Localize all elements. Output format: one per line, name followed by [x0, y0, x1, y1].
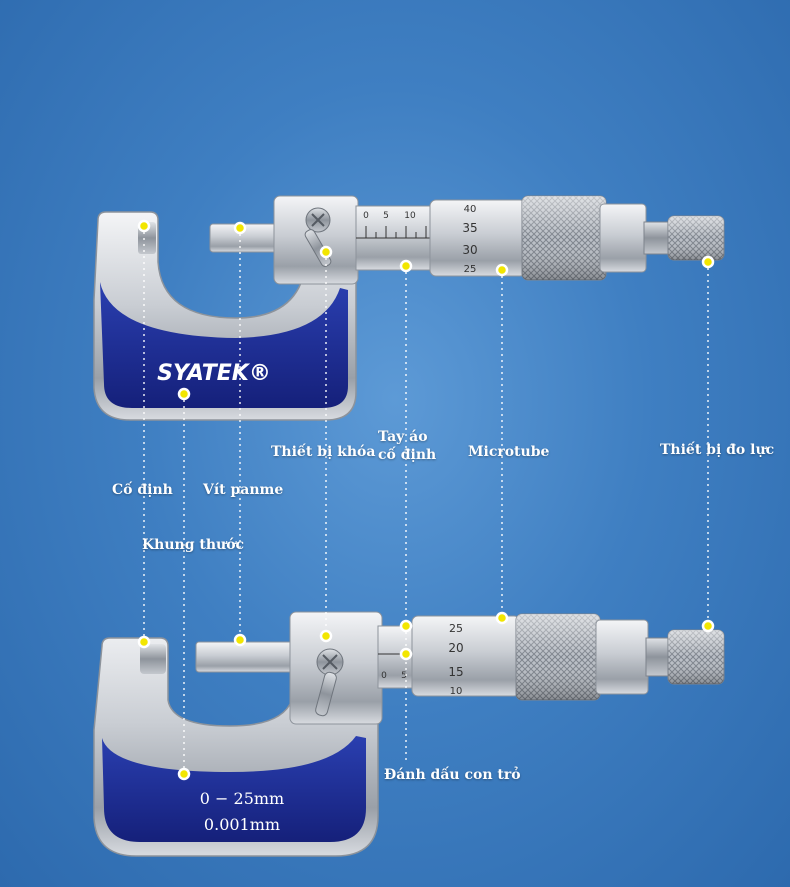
label-sleeve: Tay áo cố định	[378, 429, 437, 463]
top-thimble-num-35: 35	[462, 221, 477, 235]
spec-resolution: 0.001mm	[204, 815, 280, 834]
top-sleeve-num-0: 0	[363, 211, 369, 221]
bottom-spindle	[195, 641, 297, 673]
bottom-anvil	[140, 644, 166, 674]
label-spindle: Vít panme	[203, 482, 284, 498]
top-barrel	[599, 203, 647, 273]
bottom-sleeve-num-5: 5	[401, 671, 407, 681]
bottom-micrometer: 0 − 25mm 0.001mm 0 5 25 20 15 10	[93, 611, 725, 857]
top-thimble	[429, 199, 527, 277]
brand-logo: SYATEK®	[157, 361, 271, 386]
top-thimble-num-25: 25	[464, 264, 477, 275]
bottom-thimble-num-25: 25	[449, 622, 463, 635]
top-micrometer: SYATEK® 0 5 10 40 35 30 25	[93, 195, 725, 421]
label-microtube: Microtube	[468, 444, 550, 460]
bottom-ratchet-neck	[645, 637, 671, 677]
label-ratchet: Thiết bị đo lực	[660, 442, 775, 458]
top-sleeve-num-5: 5	[383, 211, 389, 221]
top-sleeve-ticks	[365, 226, 427, 238]
top-sleeve-num-10: 10	[404, 211, 416, 221]
bottom-barrel	[595, 619, 649, 695]
label-index-mark: Đánh dấu con trỏ	[384, 767, 521, 783]
bottom-thimble-num-10: 10	[450, 686, 463, 697]
marker-dot	[137, 219, 715, 781]
bottom-thimble-num-15: 15	[448, 665, 463, 679]
top-frame-blue	[100, 282, 348, 408]
bottom-lock-lever	[315, 671, 337, 717]
bottom-frame-blue	[102, 736, 366, 842]
top-thimble-num-30: 30	[462, 243, 477, 257]
leader-lines	[143, 226, 709, 772]
top-thimble-num-40: 40	[464, 204, 477, 215]
top-ratchet-neck	[643, 221, 671, 255]
bottom-sleeve-num-0: 0	[381, 671, 387, 681]
spec-range: 0 − 25mm	[200, 789, 284, 808]
label-lock: Thiết bị khóa	[271, 444, 376, 460]
label-frame: Khung thước	[142, 537, 245, 553]
label-fixed-anvil: Cố định	[112, 482, 173, 498]
bottom-thimble	[411, 615, 521, 697]
markers	[137, 219, 715, 781]
bottom-thimble-num-20: 20	[448, 641, 463, 655]
